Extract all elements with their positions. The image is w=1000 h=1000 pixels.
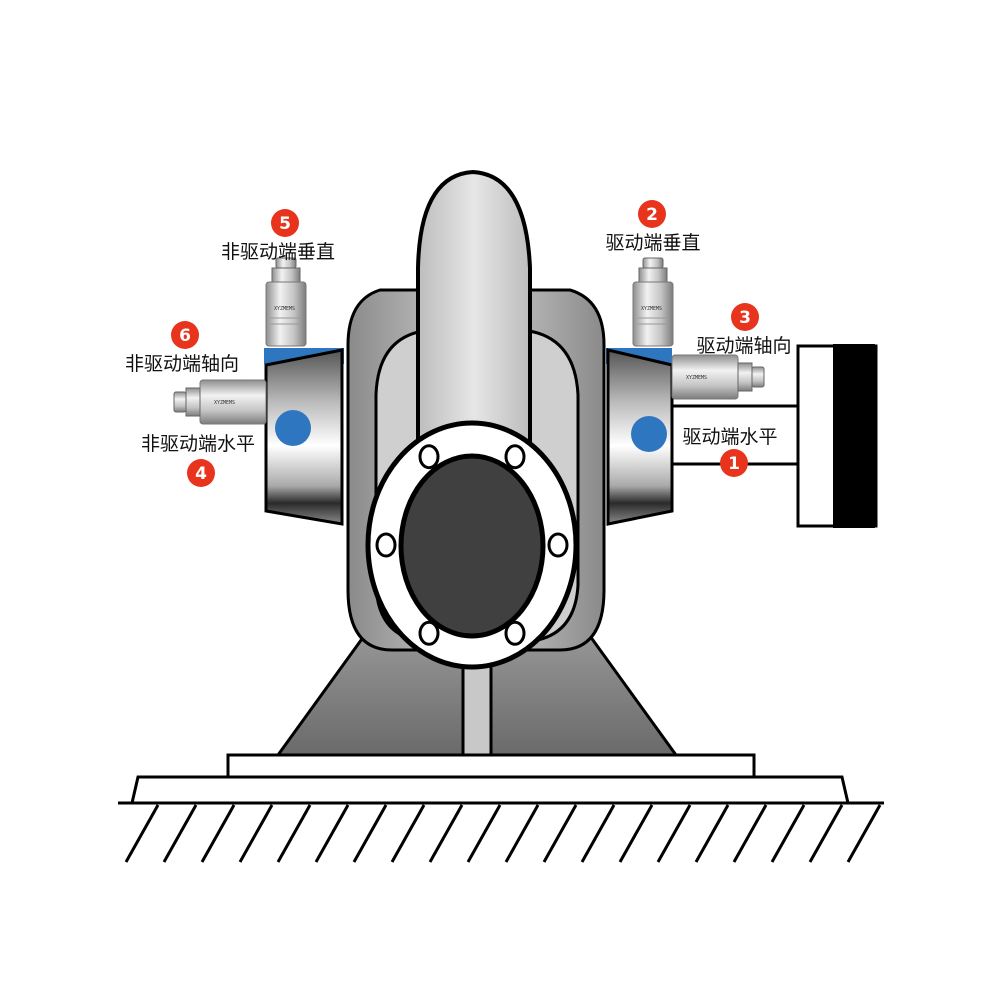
sensor-label-5: 5 非驱动端垂直 xyxy=(221,209,335,263)
svg-text:非驱动端水平: 非驱动端水平 xyxy=(141,433,255,455)
sensor-label-1: 驱动端水平 1 xyxy=(682,426,778,477)
accelerometer-icon: XYZMEMS xyxy=(632,257,674,347)
flange-bolt-hole xyxy=(504,620,526,646)
base-plate-lower xyxy=(130,775,850,805)
base-plate-upper xyxy=(226,753,756,779)
flange-bolt-hole xyxy=(418,620,440,646)
rotor-hub xyxy=(398,453,546,639)
svg-text:驱动端水平: 驱动端水平 xyxy=(682,426,777,448)
flange-bolt-hole xyxy=(375,532,397,558)
svg-text:非驱动端垂直: 非驱动端垂直 xyxy=(221,241,335,263)
ground-hatching xyxy=(124,804,882,863)
flange-bolt-hole xyxy=(504,444,526,470)
bearing-housing-drive xyxy=(606,348,674,526)
sensor-label-2: 2 驱动端垂直 xyxy=(605,200,701,254)
svg-text:4: 4 xyxy=(195,464,207,484)
svg-text:驱动端垂直: 驱动端垂直 xyxy=(605,232,700,254)
flange-bolt-hole xyxy=(418,444,440,470)
sensor-label-6: 6 非驱动端轴向 xyxy=(125,321,239,375)
svg-text:非驱动端轴向: 非驱动端轴向 xyxy=(125,353,239,375)
sensor-label-3: 3 驱动端轴向 xyxy=(696,303,792,357)
svg-text:XYZMEMS: XYZMEMS xyxy=(641,306,662,312)
accelerometer-icon: XYZMEMS xyxy=(265,257,307,347)
svg-text:5: 5 xyxy=(279,214,291,234)
accelerometer-icon: XYZMEMS xyxy=(671,354,765,400)
ground xyxy=(118,801,884,863)
svg-text:6: 6 xyxy=(179,326,191,346)
svg-text:1: 1 xyxy=(728,454,740,474)
accelerometer-icon: XYZMEMS xyxy=(173,379,267,425)
svg-text:驱动端轴向: 驱动端轴向 xyxy=(696,335,791,357)
svg-text:XYZMEMS: XYZMEMS xyxy=(274,306,295,312)
bearing-dot-drive xyxy=(631,416,667,452)
svg-text:XYZMEMS: XYZMEMS xyxy=(214,400,235,406)
sensor-label-4: 非驱动端水平 4 xyxy=(141,433,255,487)
discharge-volute xyxy=(416,169,532,472)
bearing-housing-non-drive xyxy=(264,348,344,526)
flange-bolts xyxy=(375,444,569,646)
flange-bolt-hole xyxy=(547,532,569,558)
svg-text:2: 2 xyxy=(646,205,658,225)
svg-text:XYZMEMS: XYZMEMS xyxy=(686,375,707,381)
bearing-dot-non-drive xyxy=(275,410,311,446)
svg-text:3: 3 xyxy=(739,308,751,328)
